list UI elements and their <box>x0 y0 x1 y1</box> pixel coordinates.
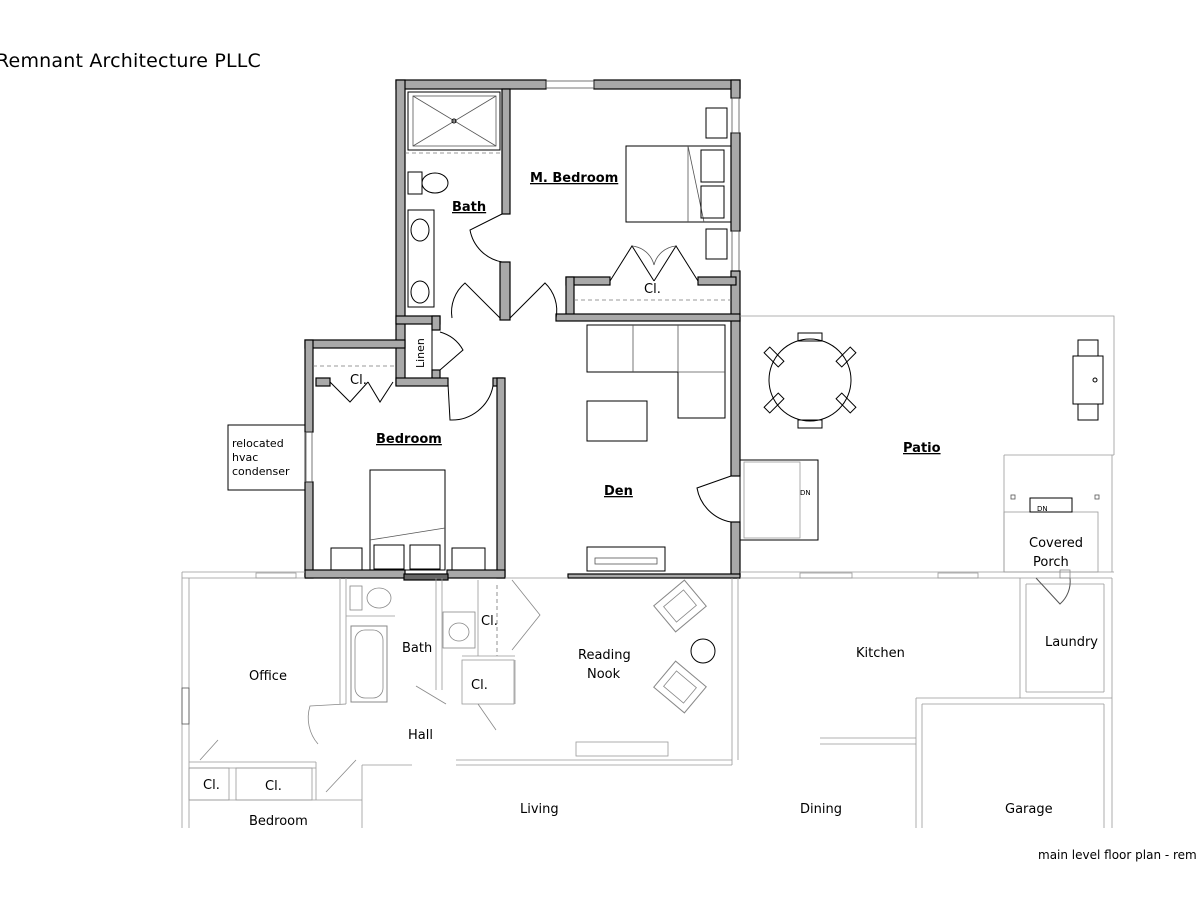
label-closet-a: Cl. <box>481 614 498 629</box>
label-hvac-3: condenser <box>232 465 290 478</box>
porch-step-label: DN <box>1037 505 1048 513</box>
room-labels: Bath M. Bedroom Cl. Linen Cl. Bedroom De… <box>203 171 1098 829</box>
label-living: Living <box>520 802 559 817</box>
den-step-label: DN <box>800 489 811 497</box>
label-bedroom-existing: Bedroom <box>249 814 308 829</box>
company-title: Remnant Architecture PLLC <box>0 50 262 72</box>
label-closet-c: Cl. <box>203 778 220 793</box>
label-closet-b: Cl. <box>471 678 488 693</box>
label-master-bedroom: M. Bedroom <box>530 171 618 186</box>
label-hall: Hall <box>408 728 433 743</box>
label-covered-porch-1: Covered <box>1029 536 1083 551</box>
label-closet-d: Cl. <box>265 779 282 794</box>
label-dining: Dining <box>800 802 842 817</box>
label-kitchen: Kitchen <box>856 646 905 661</box>
label-office: Office <box>249 669 287 684</box>
new-walls <box>304 79 741 581</box>
label-hvac-1: relocated <box>232 437 284 450</box>
label-laundry: Laundry <box>1045 635 1098 650</box>
new-fixtures: DN <box>227 91 819 572</box>
label-bath-new: Bath <box>452 200 486 215</box>
label-reading-2: Nook <box>587 667 621 682</box>
label-garage: Garage <box>1005 802 1053 817</box>
label-patio: Patio <box>903 441 941 456</box>
label-hvac-2: hvac <box>232 451 258 464</box>
existing-walls <box>181 569 1114 828</box>
patio: DN <box>740 315 1115 573</box>
label-den: Den <box>604 484 633 499</box>
label-closet-bedroom: Cl. <box>350 373 367 388</box>
label-bath-existing: Bath <box>402 641 432 656</box>
plan-caption: main level floor plan - rem <box>1038 848 1197 862</box>
label-bedroom-new: Bedroom <box>376 432 442 447</box>
label-closet-master: Cl. <box>644 282 661 297</box>
label-reading-1: Reading <box>578 648 631 663</box>
label-covered-porch-2: Porch <box>1033 555 1069 570</box>
label-linen: Linen <box>414 338 427 368</box>
